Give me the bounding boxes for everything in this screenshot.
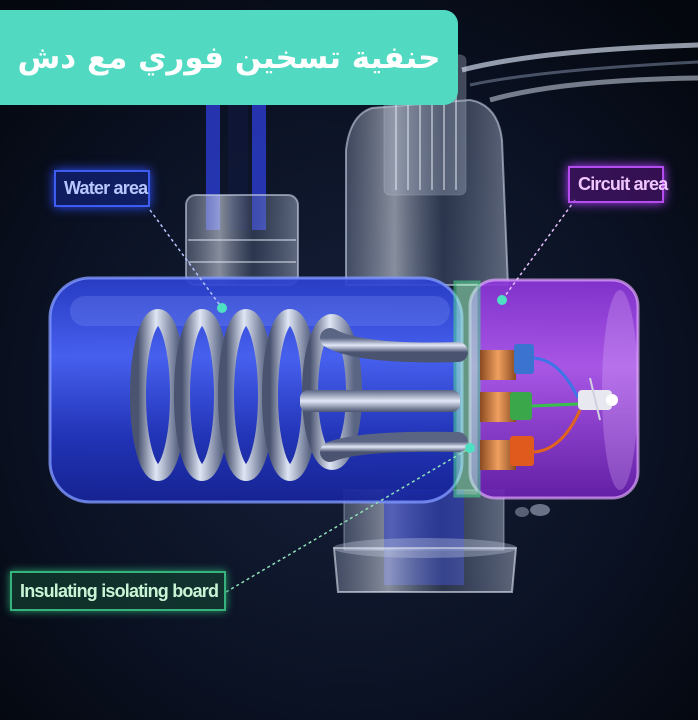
water-area-callout: Water area <box>54 170 150 207</box>
circuit-area-callout: Circuit area <box>568 166 668 203</box>
title-text: حنفية تسخين فوري مع دش <box>17 39 441 76</box>
insulating-board-callout: Insulating isolating board <box>10 571 226 611</box>
title-banner: حنفية تسخين فوري مع دش <box>0 10 458 105</box>
